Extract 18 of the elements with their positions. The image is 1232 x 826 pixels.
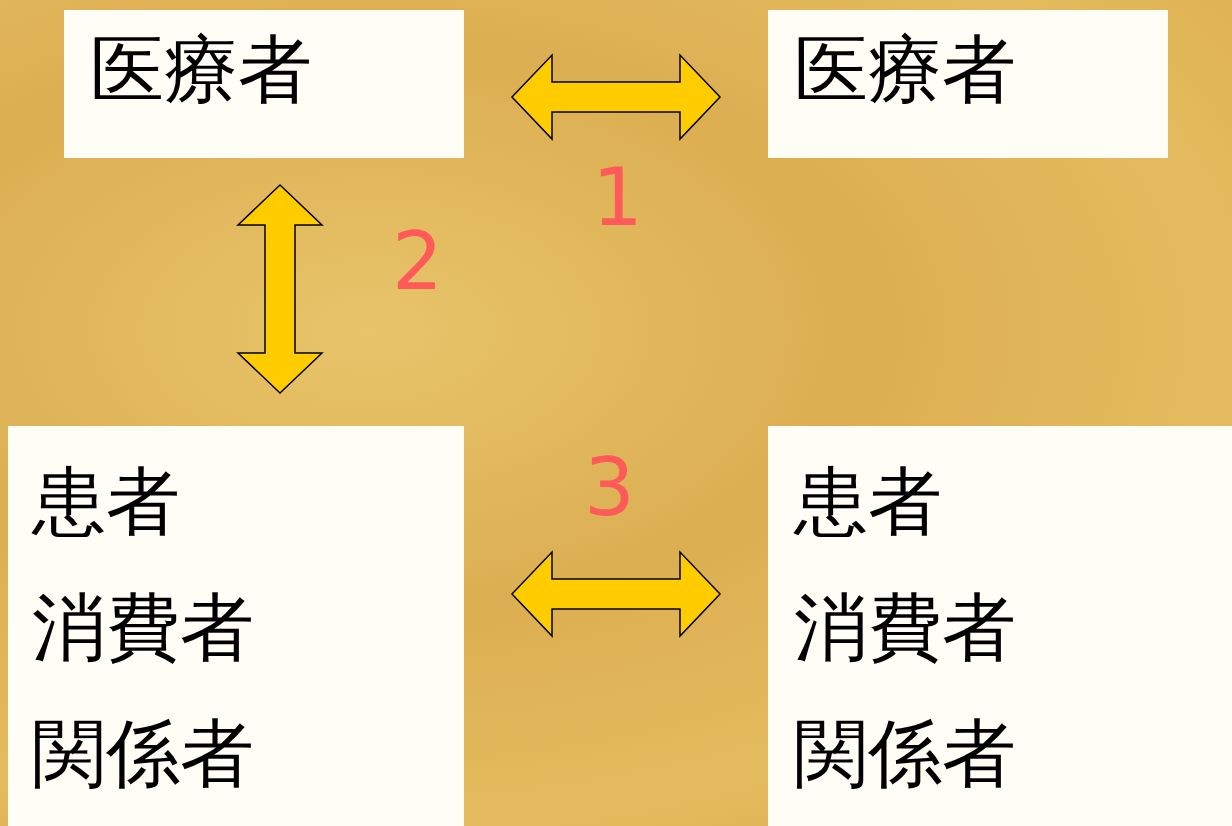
node-text: 医療者 <box>794 32 1017 106</box>
node-text: 関係者 <box>32 716 255 790</box>
double-arrow <box>236 183 324 395</box>
text-box <box>768 426 1232 826</box>
node-text: 患者 <box>32 464 181 538</box>
node-text: 医療者 <box>90 32 313 106</box>
text-box <box>64 10 464 158</box>
node-text: 消費者 <box>794 590 1017 664</box>
edge-label: 3 <box>584 448 635 528</box>
double-arrow <box>510 550 722 638</box>
node-text: 消費者 <box>32 590 255 664</box>
node-text: 患者 <box>794 464 943 538</box>
edge-label: 1 <box>592 158 643 238</box>
double-arrow <box>510 53 722 141</box>
text-box <box>8 426 464 826</box>
node-text: 関係者 <box>794 716 1017 790</box>
text-box <box>768 10 1168 158</box>
edge-label: 2 <box>392 222 443 302</box>
